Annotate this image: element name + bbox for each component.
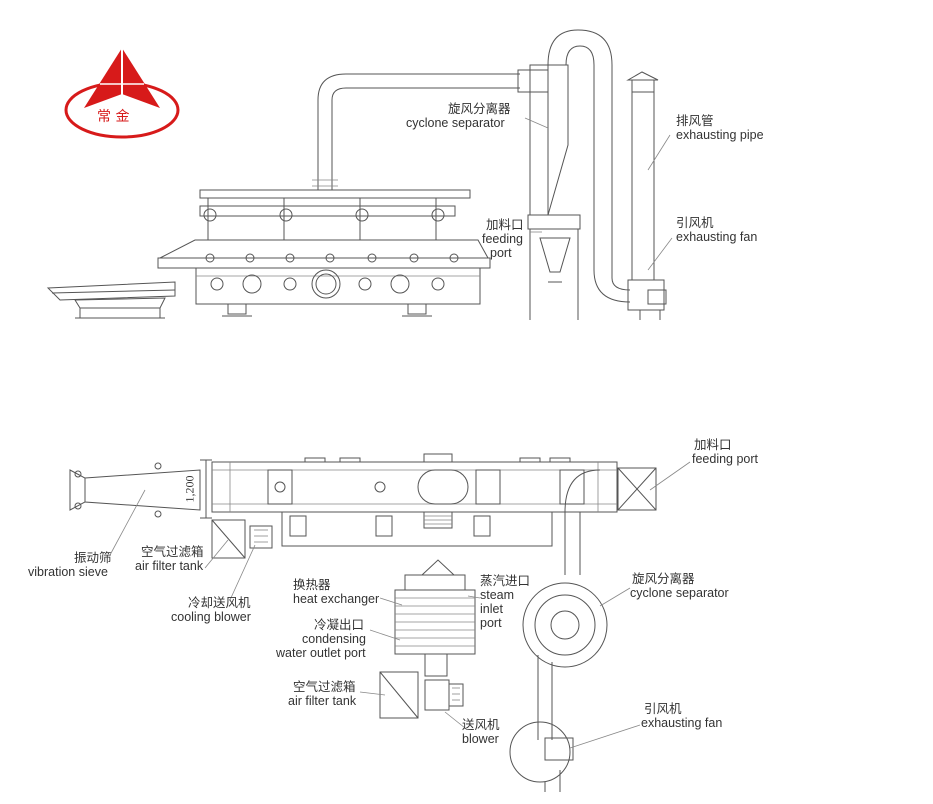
label-cyclone-en-plan: cyclone separator (630, 586, 729, 600)
label-blower-zh: 送风机 (462, 717, 500, 732)
label-sieve-en: vibration sieve (28, 565, 108, 579)
label-sieve-zh: 振动筛 (74, 550, 112, 565)
label-fan-zh-top: 引风机 (676, 215, 714, 230)
label-blower-en: blower (462, 732, 499, 746)
label-cyclone-en-top: cyclone separator (406, 116, 505, 130)
dryer-body-elevation (157, 189, 491, 317)
label-feeding-zh-plan: 加料口 (694, 437, 732, 452)
label-fan-zh-plan: 引风机 (644, 701, 682, 716)
label-feeding-en-plan: feeding port (692, 452, 759, 466)
company-logo (64, 48, 180, 139)
sieve-plan (69, 462, 201, 518)
label-exhaust-pipe-zh: 排风管 (676, 113, 714, 128)
cyclone-plan (522, 582, 608, 740)
sieve-elevation (46, 281, 176, 319)
label-cyclone-zh-top: 旋风分离器 (448, 101, 511, 116)
logo-text: 常 金 (97, 109, 130, 125)
label-feeding-zh-top: 加料口 (486, 217, 524, 232)
label-steam-zh: 蒸汽进口 (480, 573, 531, 588)
label-heat-exchanger-zh: 换热器 (293, 577, 331, 592)
label-steam-en3: port (480, 616, 502, 630)
label-filter1-en: air filter tank (135, 559, 204, 573)
label-filter2-en: air filter tank (288, 694, 357, 708)
dimension-mark (200, 459, 212, 519)
cyclone-elevation (517, 29, 613, 320)
label-exhaust-pipe-en: exhausting pipe (676, 128, 764, 142)
exhaust-duct-elevation (312, 73, 520, 190)
dryer-bed-plan (211, 457, 657, 513)
label-fan-en-top: exhausting fan (676, 230, 758, 244)
label-steam-en1: steam (480, 588, 515, 602)
label-filter1-zh: 空气过滤箱 (141, 544, 204, 559)
exhaust-pipe-elevation (626, 71, 667, 320)
dimension-text: 1,200 (182, 475, 197, 503)
label-feeding-en2-top: port (490, 246, 512, 260)
label-filter2-zh: 空气过滤箱 (293, 679, 356, 694)
filter-tank-2-plan (379, 671, 464, 719)
label-condensing-zh: 冷凝出口 (314, 617, 365, 632)
fan-plan (509, 721, 574, 792)
riser-pipe-elevation (593, 65, 631, 303)
steam-coil-plan (423, 453, 453, 529)
filter-tank-1-plan (211, 519, 273, 559)
label-feeding-en1-top: feeding (482, 232, 524, 246)
label-steam-en2: inlet (480, 602, 503, 616)
air-boxes-plan (281, 469, 601, 575)
label-cooling-blower-zh: 冷却送风机 (188, 595, 251, 610)
heat-exchanger-plan (394, 559, 476, 677)
label-condensing-en1: condensing (302, 632, 366, 646)
label-heat-exchanger-en: heat exchanger (293, 592, 380, 606)
label-condensing-en2: water outlet port (276, 646, 366, 660)
label-fan-en-plan: exhausting fan (641, 716, 723, 730)
label-cooling-blower-en: cooling blower (171, 610, 251, 624)
label-cyclone-zh-plan: 旋风分离器 (632, 571, 695, 586)
